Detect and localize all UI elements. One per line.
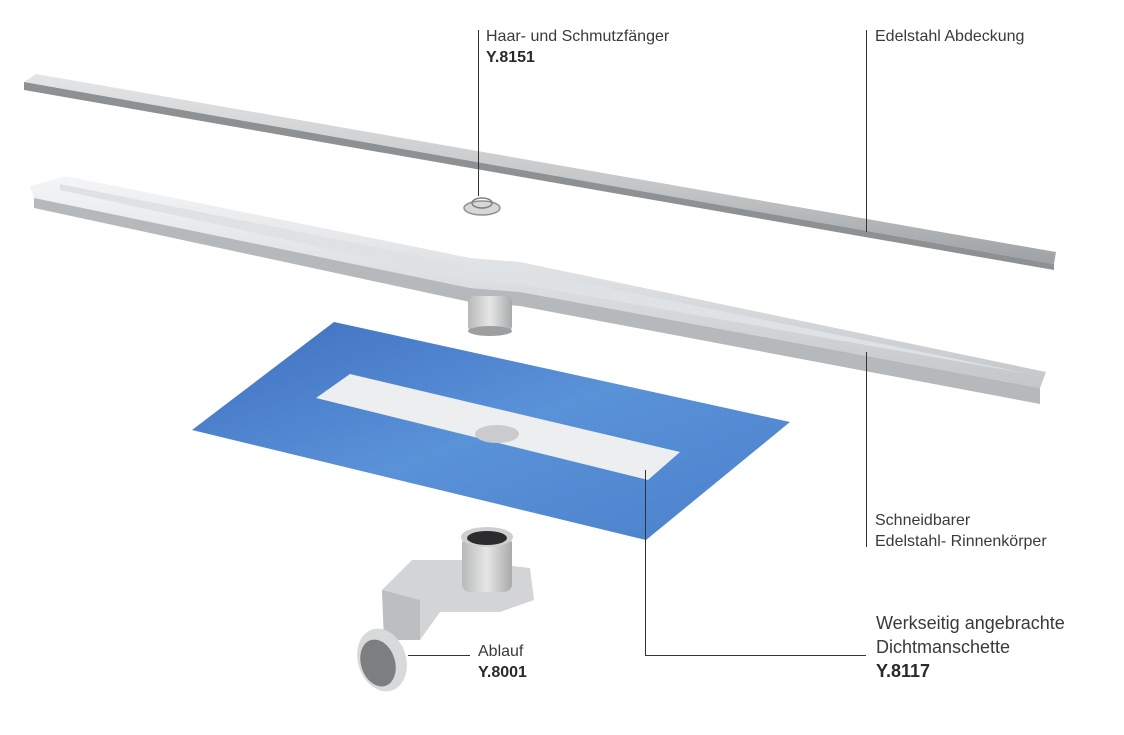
membrane-line1: Werkseitig angebrachte [876,613,1065,633]
drain-name: Ablauf [478,643,524,660]
channel-line1: Schneidbarer [875,512,971,529]
drain-body [357,527,534,692]
hair-catcher [463,197,501,216]
sealing-membrane [192,322,790,540]
hair-catcher-name: Haar- und Schmutzfänger [486,28,670,45]
drain-channel [30,176,1046,404]
stainless-cover [24,74,1056,270]
hair-catcher-code: Y.8151 [486,49,535,66]
label-channel: Schneidbarer Edelstahl- Rinnenkörper [875,510,1047,552]
drain-code: Y.8001 [478,664,527,681]
membrane-line2: Dichtmanschette [876,637,1011,657]
label-membrane: Werkseitig angebrachte Dichtmanschette Y… [876,611,1065,683]
cover-name: Edelstahl Abdeckung [875,28,1025,45]
channel-line2: Edelstahl- Rinnenkörper [875,533,1047,550]
label-hair-catcher: Haar- und Schmutzfänger Y.8151 [486,26,669,68]
leader-lines [408,30,867,656]
label-cover: Edelstahl Abdeckung [875,26,1024,47]
label-drain: Ablauf Y.8001 [478,641,527,683]
membrane-code: Y.8117 [876,661,931,681]
